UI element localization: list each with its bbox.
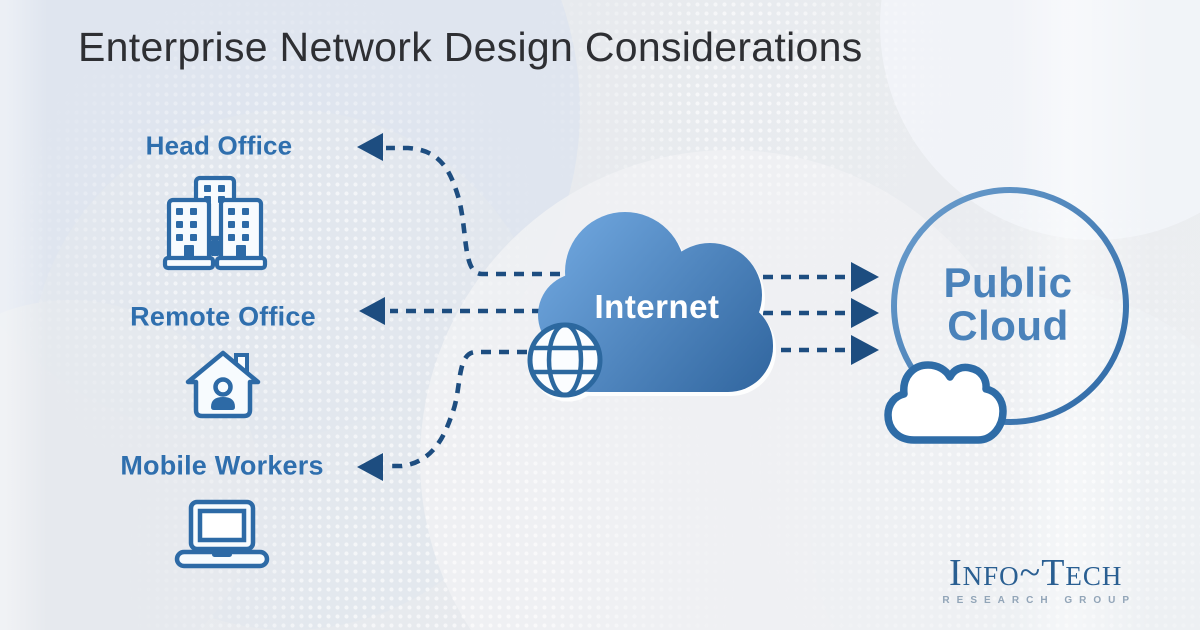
infotech-logo: Info~Tech RESEARCH GROUP xyxy=(935,554,1136,606)
internet-label: Internet xyxy=(594,288,720,325)
head-office-label: Head Office xyxy=(145,130,293,161)
remote-office-label: Remote Office xyxy=(130,301,316,332)
house-user-icon xyxy=(185,350,261,419)
public-cloud-label: Public Cloud xyxy=(943,259,1073,349)
cloud-icon xyxy=(538,212,773,392)
logo-subtitle: RESEARCH GROUP xyxy=(942,595,1136,606)
logo-wordmark: Info~Tech xyxy=(948,552,1123,594)
cloud-outline-icon xyxy=(884,361,1007,444)
internet-cloud-icon xyxy=(527,212,773,398)
laptop-icon xyxy=(174,499,270,569)
globe-icon xyxy=(527,322,603,398)
page-title: Enterprise Network Design Considerations xyxy=(78,24,863,70)
mobile-workers-label: Mobile Workers xyxy=(120,450,324,481)
public-cloud-group xyxy=(884,187,1129,444)
office-buildings-icon xyxy=(162,175,268,271)
public-cloud-label-line2: Cloud xyxy=(947,302,1069,349)
public-cloud-circle xyxy=(891,187,1129,425)
public-cloud-label-line1: Public xyxy=(943,259,1073,307)
